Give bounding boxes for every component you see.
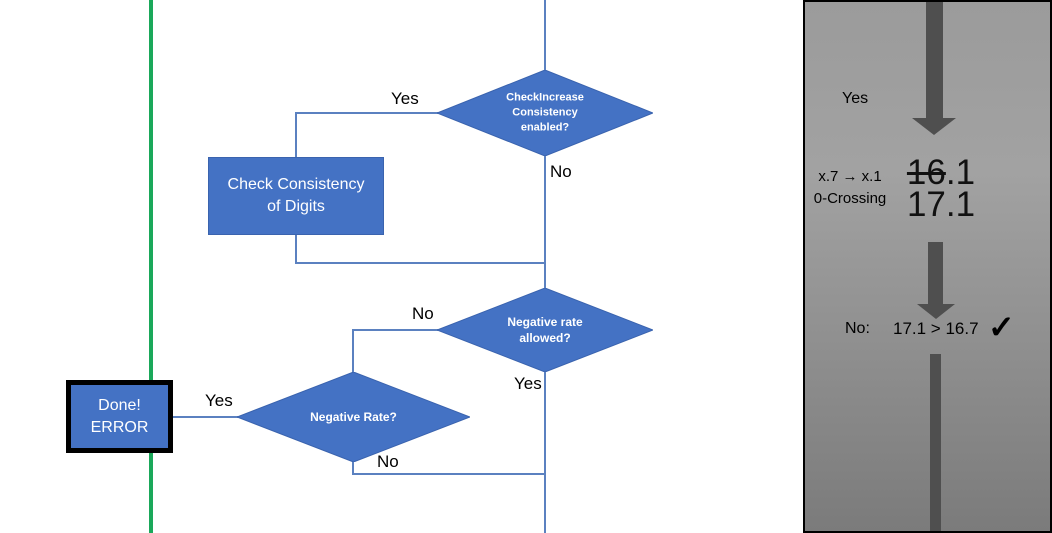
old-value: 16.1 [895,155,987,190]
result-label: No: [845,320,870,337]
connector-yes-to-process [295,112,438,114]
label-negative-rate-no: No [377,452,399,471]
decision-negative-rate: Negative Rate? [237,372,470,462]
diamond-shape [437,70,653,156]
decision-label: CheckIncrease Consistency enabled? [506,91,584,134]
connector-main-vertical [544,0,546,533]
down-arrow-1-head [912,118,956,135]
terminal-label-line1: Done! [98,396,141,414]
rule-text: x.7 → x.1 0-Crossing [805,166,895,210]
terminal-label-line2: ERROR [90,418,149,436]
comparison-text: 17.1 > 16.7 [893,319,979,338]
terminal-done-error: Done! ERROR [66,380,173,453]
down-arrow-1-shaft [926,2,943,119]
notes-panel: Yes x.7 → x.1 0-Crossing 16.1 17.1 No: 1… [803,0,1052,533]
label-check-increase-no: No [550,162,572,181]
value-correction: 16.1 17.1 [895,155,987,224]
decision-label: Negative rate allowed? [507,314,583,345]
rule-line-1: x.7 → x.1 [818,168,882,185]
panel-yes-label: Yes [842,90,869,107]
label-check-increase-yes: Yes [391,89,419,108]
connector-no-return-main [352,473,545,475]
down-arrow-2-shaft [928,242,943,305]
label-negative-rate-allowed-yes: Yes [514,374,542,393]
down-arrow-3-shaft [930,354,941,531]
old-value-rest: .1 [945,153,976,192]
decision-check-increase-consistency: CheckIncrease Consistency enabled? [437,70,653,156]
process-check-consistency: Check Consistency of Digits [208,157,384,235]
connector-no-to-negative-rate [352,329,438,331]
label-negative-rate-yes: Yes [205,391,233,410]
old-value-struck: 16 [906,153,946,192]
connector-negative-rate-drop [352,329,354,373]
process-label: Check Consistency of Digits [227,175,365,215]
check-icon: ✓ [988,309,1015,345]
connector-negative-rate-no-drop [352,461,354,474]
label-negative-rate-allowed-no: No [412,304,434,323]
connector-process-return [295,262,545,264]
connector-yes-to-done [173,416,238,418]
decision-negative-rate-allowed: Negative rate allowed? [437,288,653,372]
diamond-shape [437,288,653,372]
green-guide-line [149,0,153,533]
diamond-shape [237,372,470,462]
decision-label: Negative Rate? [310,409,397,424]
new-value: 17.1 [906,185,976,224]
rule-line-2: 0-Crossing [813,190,887,207]
down-arrow-2-head [917,304,955,319]
